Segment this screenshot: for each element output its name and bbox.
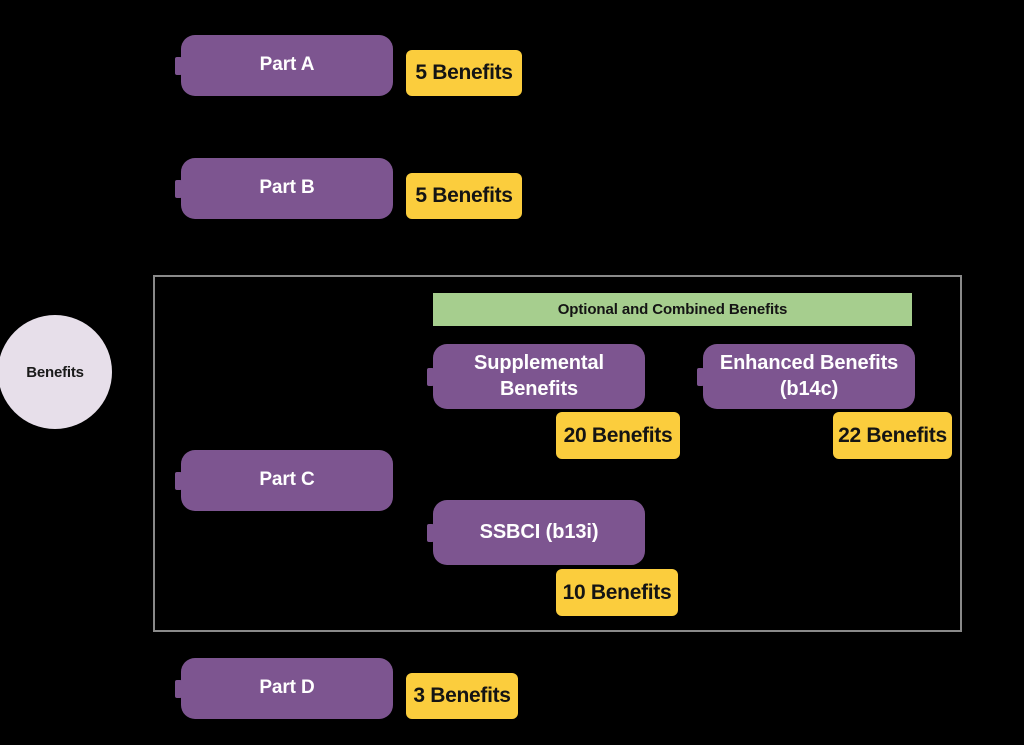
node-supplemental-benefits[interactable]: Supplemental Benefits [427, 344, 645, 409]
node-part-a-label: Part A [259, 54, 315, 76]
group-header-label: Optional and Combined Benefits [557, 301, 788, 318]
group-header-optional-combined: Optional and Combined Benefits [433, 293, 912, 326]
root-node-label: Benefits [26, 363, 84, 381]
badge-supplemental-benefits-label: 20 Benefits [563, 423, 673, 447]
badge-part-b-label: 5 Benefits [415, 184, 513, 207]
node-part-d-label: Part D [259, 677, 315, 699]
badge-part-d[interactable]: 3 Benefits [406, 673, 518, 719]
node-part-a[interactable]: Part A [175, 35, 393, 96]
node-part-b-label: Part B [259, 177, 315, 199]
badge-part-b[interactable]: 5 Benefits [406, 173, 522, 219]
badge-enhanced-benefits-label: 22 Benefits [838, 423, 947, 447]
badge-enhanced-benefits[interactable]: 22 Benefits [833, 412, 952, 459]
badge-part-d-label: 3 Benefits [413, 684, 511, 707]
node-supplemental-benefits-label: Supplemental Benefits [474, 351, 604, 400]
badge-part-a-label: 5 Benefits [415, 61, 513, 84]
node-part-c[interactable]: Part C [175, 450, 393, 511]
node-part-c-label: Part C [259, 469, 315, 491]
node-enhanced-benefits-label: Enhanced Benefits (b14c) [719, 351, 899, 400]
connector-stub-supplemental [427, 367, 434, 386]
node-part-b[interactable]: Part B [175, 158, 393, 219]
node-ssbci[interactable]: SSBCI (b13i) [427, 500, 645, 565]
connector-stub-enhanced [697, 367, 704, 386]
root-node-benefits[interactable]: Benefits [0, 315, 112, 429]
badge-ssbci[interactable]: 10 Benefits [556, 569, 678, 616]
badge-part-a[interactable]: 5 Benefits [406, 50, 522, 96]
connector-stub-part-c [175, 471, 182, 490]
node-ssbci-label: SSBCI (b13i) [479, 520, 599, 543]
badge-ssbci-label: 10 Benefits [562, 580, 672, 604]
connector-stub-ssbci [427, 523, 434, 542]
group-box-part-c [153, 275, 962, 632]
connector-stub-part-a [175, 56, 182, 75]
node-part-d[interactable]: Part D [175, 658, 393, 719]
connector-stub-part-b [175, 179, 182, 198]
node-enhanced-benefits[interactable]: Enhanced Benefits (b14c) [697, 344, 915, 409]
badge-supplemental-benefits[interactable]: 20 Benefits [556, 412, 680, 459]
connector-stub-part-d [175, 679, 182, 698]
